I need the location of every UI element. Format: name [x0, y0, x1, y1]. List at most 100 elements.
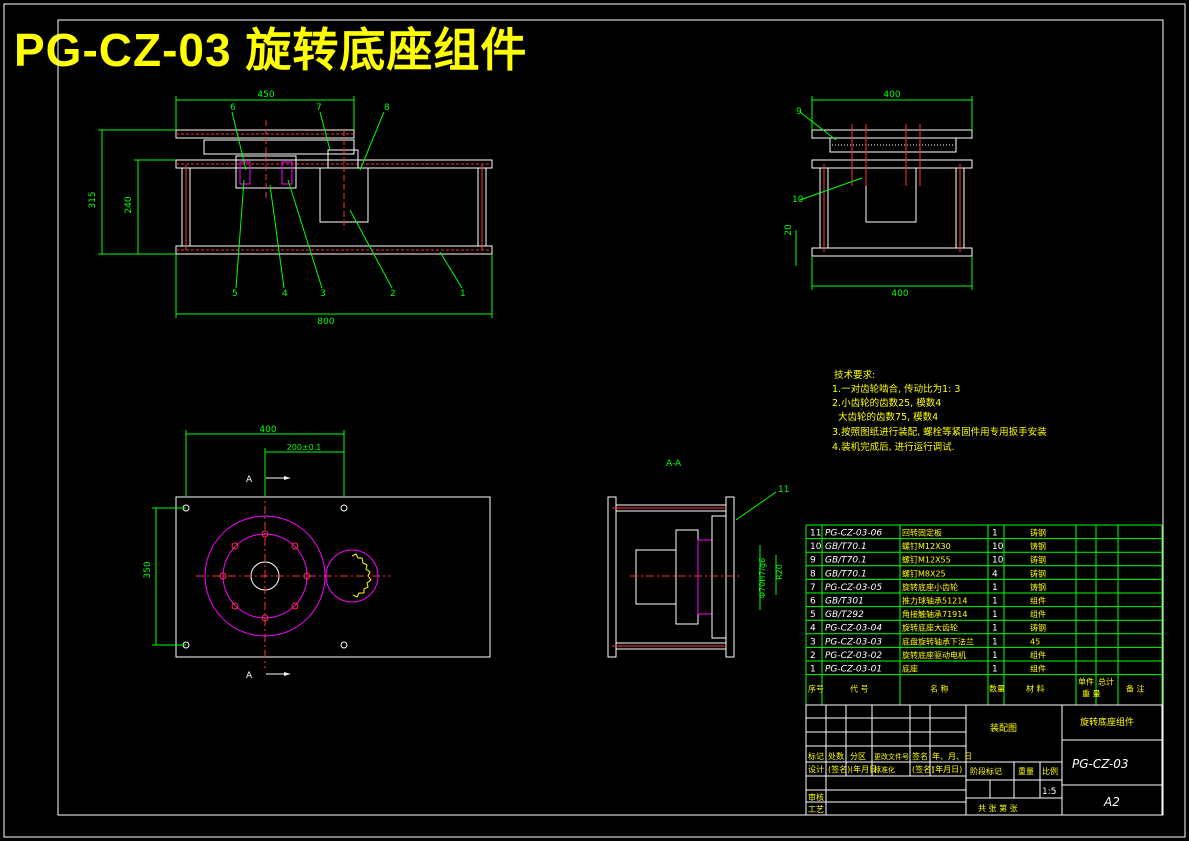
bom-cell-qty: 4: [992, 569, 998, 579]
bom-cell-name: 底座: [902, 664, 918, 674]
bom-cell-code: GB/T301: [825, 597, 864, 607]
callout-4: 4: [282, 289, 288, 299]
bom-cell-no: 6: [810, 597, 816, 607]
bom-cell-no: 2: [810, 651, 816, 661]
bom-cell-no: 7: [810, 583, 816, 593]
tb-weight: 重量: [1018, 766, 1034, 776]
tb-date: 年、月、日: [932, 751, 972, 761]
bom-cell-name: 螺钉M8X25: [902, 568, 946, 578]
section-view: A-A Φ70H7/g6 R20 11: [607, 459, 789, 658]
tb-design-date: (年月日): [850, 764, 880, 774]
bom-cell-material: 45: [1030, 637, 1040, 646]
tb-sheets: 共 张 第 张: [978, 803, 1018, 813]
tb-zone: 分区: [850, 752, 866, 761]
bom-cell-material: 组件: [1030, 609, 1046, 619]
tb-sign: 签名: [912, 751, 928, 761]
callout-1: 1: [460, 289, 466, 299]
bom-cell-code: PG-CZ-03-02: [825, 651, 882, 661]
bom-cell-no: 9: [810, 556, 816, 566]
front-view: 450 315 240 800 6 7 8 5 4 3 2 1: [88, 90, 493, 327]
bom-cell-code: PG-CZ-03-03: [825, 637, 882, 647]
callout-10: 10: [792, 195, 804, 205]
callout-11: 11: [778, 485, 789, 495]
dim-top-spacing: 200±0.1: [287, 443, 322, 452]
bom-cell-code: GB/T70.1: [825, 556, 867, 566]
tb-part-name: 旋转底座组件: [1080, 716, 1134, 728]
inner-frame: [57, 19, 1164, 816]
dim-side-top: 400: [883, 90, 900, 100]
dim-top-width: 400: [259, 425, 276, 435]
title-block: 标记 处数 分区 更改文件号 签名 年、月、日 设计 (签名) (年月日) 标准…: [805, 704, 1163, 816]
tb-drawing-type: 装配图: [990, 722, 1017, 734]
tb-std-date: (年月日): [932, 764, 962, 774]
tb-std-sign: (签名): [912, 764, 934, 774]
bom-cell-material: 铸钢: [1030, 623, 1046, 633]
bom-cell-code: PG-CZ-03-06: [825, 529, 882, 539]
callout-8: 8: [384, 103, 390, 113]
bom-cell-code: GB/T70.1: [825, 542, 867, 552]
tb-change: 更改文件号: [874, 752, 909, 761]
bom-cell-code: PG-CZ-03-01: [825, 665, 882, 675]
tb-drawing-no: PG-CZ-03: [1072, 757, 1128, 771]
section-mark-top: A: [246, 475, 253, 485]
dim-front-inner: 240: [124, 196, 134, 213]
bom-cell-code: PG-CZ-03-04: [825, 624, 882, 634]
side-view: 400 400 20 9 10: [784, 90, 973, 299]
tech-line-5: 4.装机完成后, 进行运行调试.: [832, 441, 955, 453]
bom-cell-qty: 1: [992, 597, 998, 607]
bom-cell-material: 铸钢: [1030, 582, 1046, 592]
bom-cell-qty: 1: [992, 637, 998, 647]
bom-cell-name: 螺钉M12X30: [902, 541, 951, 551]
dim-front-base: 800: [317, 317, 334, 327]
dim-top-height: 350: [143, 561, 153, 578]
bom-cell-qty: 1: [992, 624, 998, 634]
bom-cell-no: 8: [810, 569, 816, 579]
bom-cell-qty: 1: [992, 529, 998, 539]
tb-design-sign: (签名): [828, 764, 850, 774]
bom-cell-material: 组件: [1030, 596, 1046, 606]
bom-cell-material: 铸钢: [1030, 541, 1046, 551]
tb-process: 工艺: [808, 805, 824, 814]
bom-cell-no: 5: [810, 610, 816, 620]
bom-cell-qty: 1: [992, 651, 998, 661]
tb-scale-label: 比例: [1042, 766, 1058, 776]
bom-header-extra-0: 单件: [1078, 677, 1094, 687]
bom-cell-qty: 10: [992, 556, 1004, 566]
tech-line-1: 1.一对齿轮啮合, 传动比为1: 3: [832, 383, 960, 395]
bom-cell-name: 螺钉M12X55: [902, 555, 951, 565]
bom-cell-no: 1: [810, 665, 816, 675]
tech-notes: 技术要求: 1.一对齿轮啮合, 传动比为1: 3 2.小齿轮的齿数25, 模数4…: [832, 369, 1047, 453]
section-mark-bottom: A: [246, 671, 253, 681]
bom-cell-name: 旋转底座驱动电机: [902, 650, 966, 660]
dim-bore: Φ70H7/g6: [758, 558, 767, 598]
bom-cell-material: 组件: [1030, 650, 1046, 660]
bom-cell-no: 11: [810, 529, 821, 539]
bom-header-3: 数量: [989, 684, 1005, 694]
bom-cell-qty: 1: [992, 610, 998, 620]
tb-check: 审核: [808, 792, 824, 802]
dim-radius: R20: [775, 564, 784, 580]
dim-side-small: 20: [784, 224, 794, 236]
tb-scale: 1:5: [1042, 787, 1056, 797]
tb-standard: 标准化: [874, 765, 895, 774]
bom-cell-qty: 1: [992, 583, 998, 593]
tech-line-2: 2.小齿轮的齿数25, 模数4: [832, 397, 941, 409]
dim-front-height: 315: [88, 191, 98, 208]
callout-3: 3: [320, 289, 326, 299]
bom-cell-no: 4: [810, 624, 816, 634]
bom-cell-material: 铸钢: [1030, 555, 1046, 565]
callout-7: 7: [316, 103, 322, 113]
tech-heading: 技术要求:: [834, 369, 875, 381]
dim-side-bottom: 400: [891, 289, 908, 299]
bom-cell-qty: 10: [992, 542, 1004, 552]
bom-header-2: 名 称: [930, 684, 949, 694]
bom-cell-name: 推力球轴承51214: [902, 596, 967, 606]
bom-header-4: 材 料: [1026, 684, 1045, 694]
bom-header-extra-1: 总计: [1098, 677, 1114, 687]
bom-cell-no: 3: [810, 637, 816, 647]
outer-frame: [3, 3, 1186, 838]
bom-cell-material: 铸钢: [1030, 568, 1046, 578]
bom-cell-name: 旋转底座大齿轮: [902, 623, 958, 633]
callout-2: 2: [390, 289, 396, 299]
